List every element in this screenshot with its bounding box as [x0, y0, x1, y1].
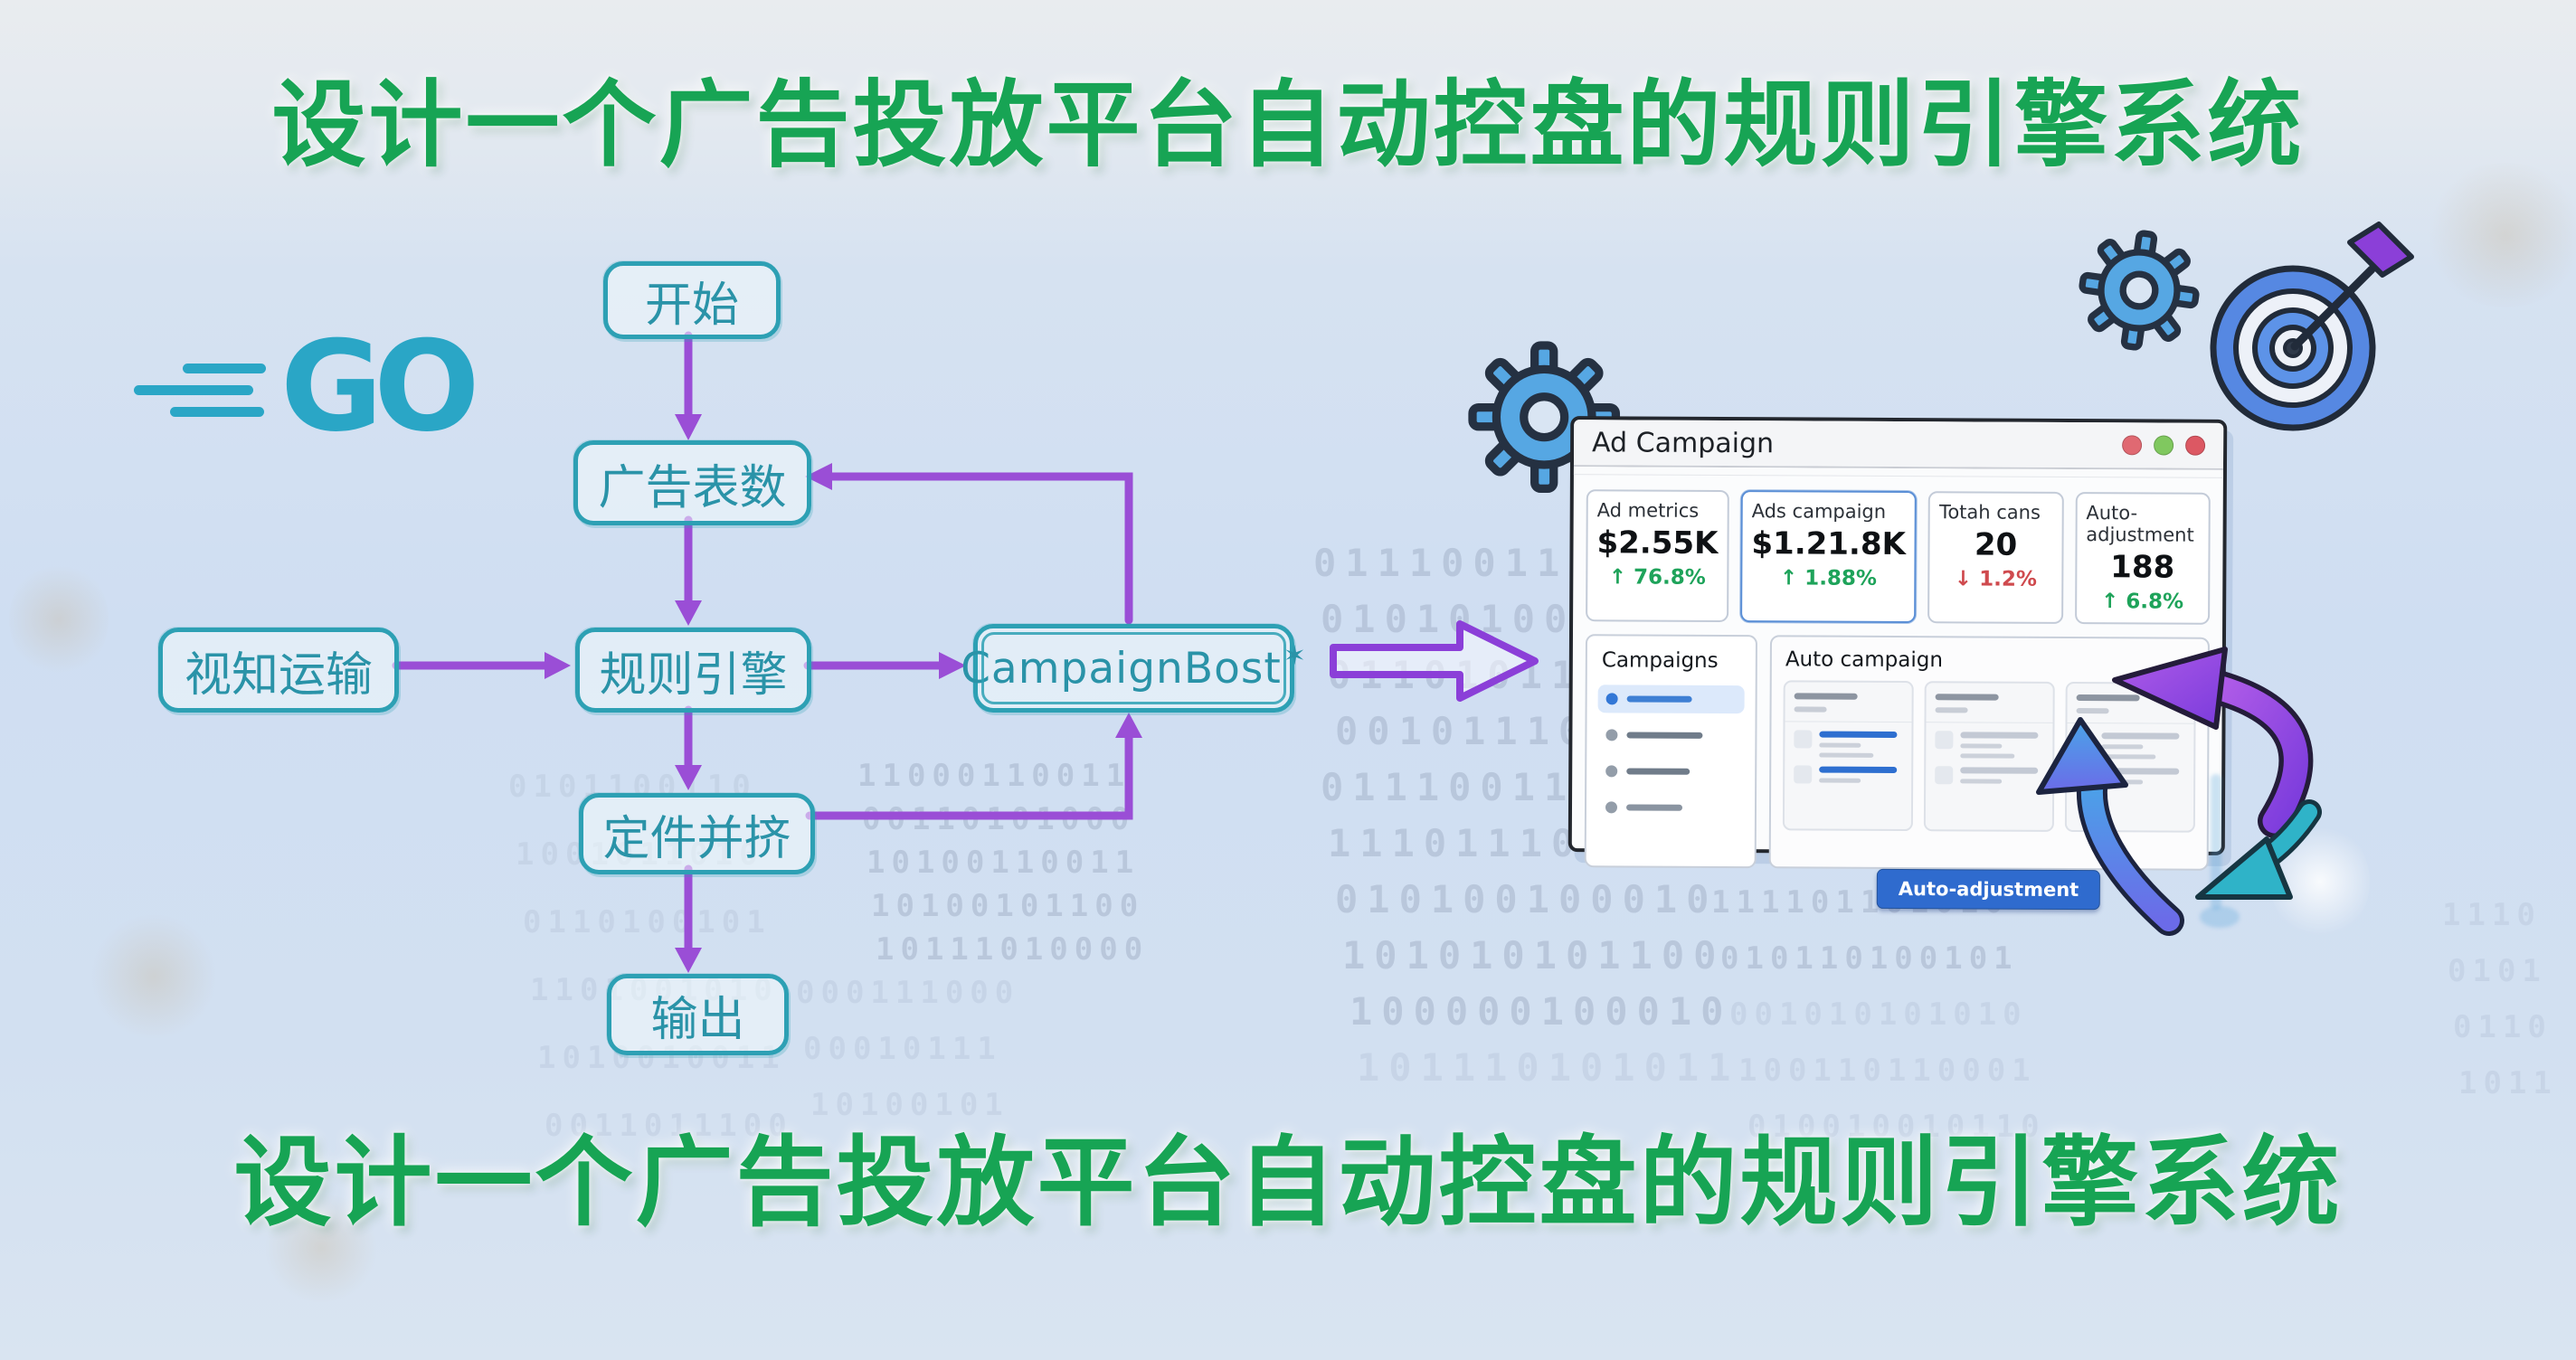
- metric-value: 188: [2110, 549, 2175, 586]
- binary-line: 010100100010: [1335, 877, 1719, 921]
- metric-label: Ads campaign: [1751, 500, 1887, 523]
- golang-logo: GO: [134, 314, 480, 459]
- paper-stain: [90, 913, 217, 1040]
- metric-card-total-cans[interactable]: Totah cans 20 ↓ 1.2%: [1927, 491, 2064, 624]
- page-title-bottom: 设计一个广告投放平台自动控盘的规则引擎系统: [233, 1127, 2343, 1240]
- binary-line: 0110: [2453, 1009, 2552, 1045]
- auto-campaign-panel: Auto campaign: [1768, 635, 2210, 911]
- campaign-cards: [1782, 680, 2196, 833]
- speed-lines-icon: [134, 363, 266, 417]
- binary-line: 0101: [2448, 953, 2547, 989]
- flow-node-output: 输出: [607, 974, 789, 1055]
- metrics-row: Ad metrics $2.55K ↑ 76.8% Ads campaign $…: [1573, 475, 2223, 636]
- metric-label: Auto-adjustment: [2086, 502, 2194, 546]
- target-dart-icon: [2210, 222, 2414, 431]
- campaign-card[interactable]: [1923, 681, 2055, 832]
- metric-delta: ↑ 76.8%: [1608, 565, 1706, 590]
- bullet-icon: [1605, 765, 1618, 778]
- flow-node-start: 开始: [603, 261, 781, 339]
- sidebar-item[interactable]: [1597, 757, 1744, 786]
- campaigns-sidebar: Campaigns: [1584, 634, 1758, 869]
- binary-line: 001010101010: [1729, 996, 2028, 1033]
- binary-line: 1011: [2458, 1065, 2558, 1101]
- flow-node-input: 视知运输: [158, 628, 399, 713]
- bullet-icon: [1605, 729, 1618, 741]
- binary-line: 10100101: [810, 1087, 1009, 1123]
- binary-line: 10100110011: [867, 845, 1141, 881]
- metric-delta: ↓ 1.2%: [1954, 567, 2037, 591]
- trend-down-icon: ↓: [1954, 567, 1973, 591]
- binary-line: 101110101011: [1357, 1045, 1740, 1090]
- binary-line: 000111000: [796, 975, 1020, 1011]
- binary-line: 0110100101: [523, 904, 772, 940]
- item-text-bar: [1626, 732, 1703, 739]
- binary-line: 10111010000: [876, 931, 1150, 968]
- window-body: Campaigns Auto campaign: [1572, 632, 2222, 911]
- flow-node-ad-data: 广告表数: [573, 440, 811, 525]
- paper-stain: [9, 561, 109, 678]
- bullet-icon: [1605, 801, 1618, 814]
- panel-title: Auto campaign: [1785, 647, 1944, 673]
- metric-value: $2.55K: [1596, 524, 1719, 562]
- binary-line: 010110100101: [1720, 940, 2019, 977]
- binary-line: 1110: [2442, 897, 2542, 933]
- flow-node-condition: 定件并挤: [579, 793, 815, 874]
- campaign-card[interactable]: [1782, 680, 1914, 832]
- window-dot-red2-icon[interactable]: [2185, 435, 2206, 456]
- metric-card-ad-metrics[interactable]: Ad metrics $2.55K ↑ 76.8%: [1586, 489, 1729, 623]
- binary-line: 11000110011: [857, 758, 1132, 794]
- ad-campaign-window: Ad Campaign Ad metrics $2.55K ↑ 76.8% Ad…: [1567, 416, 2228, 911]
- window-dot-green-icon[interactable]: [2154, 435, 2174, 456]
- binary-line: 010010010110: [1747, 1109, 2046, 1145]
- binary-line: 00010111: [803, 1031, 1002, 1067]
- sparkle-icon: ✶: [1283, 639, 1307, 672]
- sidebar-item[interactable]: [1597, 721, 1744, 750]
- window-dot-red-icon[interactable]: [2122, 435, 2143, 456]
- item-text-bar: [1626, 695, 1692, 703]
- sidebar-item[interactable]: [1597, 793, 1744, 822]
- paper-stain: [2424, 163, 2576, 307]
- trend-up-icon: ↑: [1779, 566, 1798, 590]
- binary-line: 10100101100: [871, 888, 1145, 924]
- binary-line: 100000100010: [1350, 989, 1733, 1034]
- trend-up-icon: ↑: [2100, 590, 2119, 614]
- paint-drip: [2200, 906, 2240, 928]
- metric-delta: ↑ 6.8%: [2100, 590, 2184, 614]
- metric-delta: ↑ 1.88%: [1779, 566, 1878, 590]
- metric-card-ads-campaign[interactable]: Ads campaign $1.21.8K ↑ 1.88%: [1739, 490, 1918, 624]
- metric-label: Totah cans: [1939, 501, 2041, 524]
- campaignboost-label: CampaignBost: [961, 643, 1282, 694]
- paint-drip: [2211, 774, 2221, 910]
- window-titlebar: Ad Campaign: [1573, 420, 2224, 470]
- window-title: Ad Campaign: [1592, 426, 1775, 459]
- bullet-icon: [1605, 693, 1618, 705]
- go-logo-text: GO: [280, 314, 480, 459]
- metric-label: Ad metrics: [1596, 499, 1700, 522]
- flow-node-rule-engine: 规则引擎: [575, 628, 811, 713]
- item-text-bar: [1625, 804, 1683, 811]
- page-title-top: 设计一个广告投放平台自动控盘的规则引擎系统: [271, 70, 2305, 180]
- paper-stain: [2270, 823, 2370, 940]
- item-text-bar: [1626, 768, 1690, 775]
- binary-line: 00110101000: [862, 801, 1136, 837]
- binary-line: 100110110001: [1738, 1053, 2037, 1089]
- sidebar-item-active[interactable]: [1597, 685, 1745, 714]
- trend-up-icon: ↑: [1608, 565, 1627, 590]
- binary-line: 101010101100: [1342, 933, 1726, 978]
- campaign-card[interactable]: [2064, 681, 2196, 833]
- sidebar-title: Campaigns: [1601, 648, 1719, 673]
- metric-value: $1.21.8K: [1751, 525, 1907, 563]
- gear-icon: [2075, 226, 2203, 354]
- metric-card-auto-adjustment[interactable]: Auto-adjustment 188 ↑ 6.8%: [2074, 492, 2211, 625]
- binary-line: 0011011100: [545, 1108, 793, 1144]
- metric-value: 20: [1974, 526, 2018, 563]
- auto-adjustment-button[interactable]: Auto-adjustment: [1876, 868, 2101, 911]
- window-controls: [2122, 435, 2206, 456]
- flow-node-campaignboost: CampaignBost✶: [961, 624, 1306, 713]
